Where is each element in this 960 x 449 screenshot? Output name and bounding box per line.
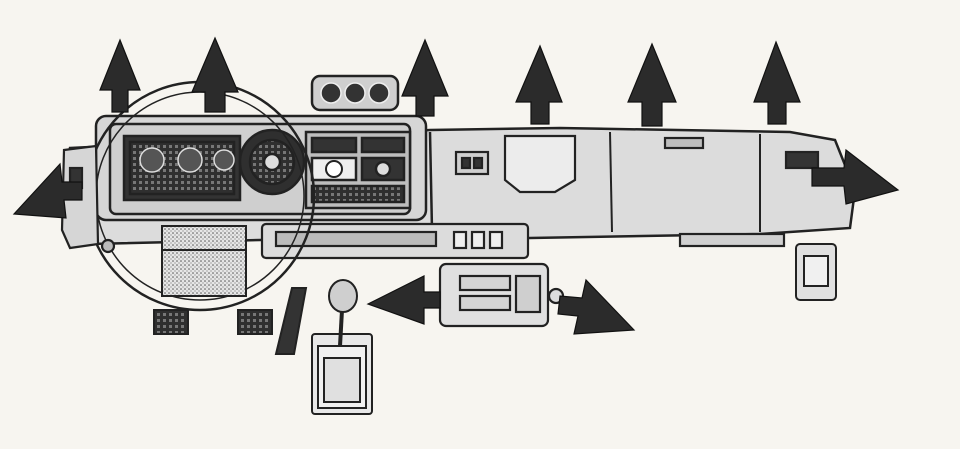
steering-column-area: [161, 225, 247, 297]
instrument-cluster: [94, 114, 428, 222]
radio-button: [488, 230, 504, 250]
gauge-dial: [177, 147, 203, 173]
clutch-pedal: [153, 309, 189, 335]
arrow-up-icon: [753, 40, 801, 125]
top-gauge-pod: [310, 74, 400, 112]
control-knob: [374, 160, 392, 178]
gear-shifter: [311, 279, 373, 415]
brake-pedal: [237, 309, 273, 335]
arrow-up-icon: [191, 36, 239, 113]
arrow-left-icon: [12, 162, 83, 219]
arrow-up-icon: [99, 38, 141, 113]
center-vent: [454, 150, 490, 176]
radio-display: [274, 230, 438, 248]
control-knob: [325, 160, 343, 178]
arrow-up-icon: [401, 38, 449, 117]
accelerator-pedal: [274, 287, 308, 355]
gauge-dial: [139, 147, 165, 173]
passenger-side: [454, 134, 820, 248]
dashboard-top-edge: [428, 131, 434, 231]
gear-knob: [328, 279, 358, 313]
center-stack: [260, 222, 530, 260]
arrow-right-icon: [811, 148, 900, 205]
arrow-right-icon: [557, 278, 636, 335]
radio-button: [452, 230, 468, 250]
pod-gauge: [320, 82, 342, 104]
lower-trim: [678, 232, 786, 248]
pod-gauge: [344, 82, 366, 104]
gauge-dial: [213, 149, 235, 171]
radio-button: [470, 230, 486, 250]
right-side-vent: [784, 150, 820, 170]
passenger-vent: [663, 136, 705, 150]
arrow-left-icon: [366, 275, 441, 325]
glovebox: [503, 134, 577, 194]
pod-gauge: [368, 82, 390, 104]
airflow-arrows: [12, 36, 900, 335]
heater-console: [438, 262, 565, 328]
arrow-up-icon: [627, 42, 677, 127]
arrow-up-icon: [515, 44, 563, 125]
pedals: [153, 287, 308, 355]
passenger-bin: [795, 243, 837, 301]
